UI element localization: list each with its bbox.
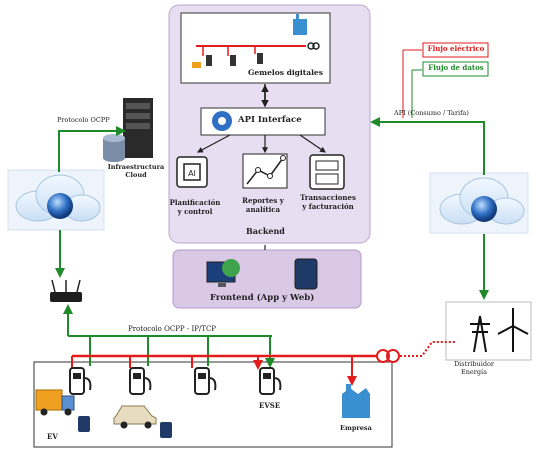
energy-distributor-box — [445, 301, 532, 361]
transmission-tower-icon — [470, 315, 490, 353]
distributor-label: Distribuidor Energía — [453, 360, 495, 376]
backend-title: Backend — [246, 226, 285, 236]
wind-turbine-icon — [497, 308, 529, 352]
evse-label: EVSE — [259, 401, 281, 410]
car-icon — [113, 405, 157, 429]
legend-data-box — [422, 61, 489, 77]
charger-2-icon — [129, 367, 152, 395]
planning-label: Planificación y control — [169, 198, 221, 216]
frontend-label: Frontend (App y Web) — [210, 293, 315, 303]
server-rack-icon — [123, 98, 153, 158]
api-interface-label: API Interface — [238, 115, 302, 125]
site-protocol-label: Protocolo OCPP - IP/TCP — [128, 325, 217, 333]
svg-text:AI: AI — [188, 169, 196, 178]
tablet-site-1-icon — [78, 416, 90, 432]
company-label: Empresa — [340, 424, 372, 432]
ev-label: EV — [47, 432, 58, 441]
database-icon — [103, 134, 125, 162]
router-icon — [50, 279, 82, 302]
reports-label: Reportes y analítica — [242, 196, 284, 214]
legend-power-box — [422, 42, 489, 58]
right-cloud-icon — [429, 172, 529, 234]
site-panel — [33, 361, 393, 448]
legend-power-label: Flujo eléctrico — [427, 44, 485, 53]
tablet-site-2-icon — [160, 422, 172, 438]
ocpp-label: Protocolo OCPP — [57, 116, 110, 124]
cloud-infra-label: Infraestructura Cloud — [107, 163, 165, 179]
planning-icon: AI — [176, 156, 208, 188]
transactions-label: Transacciones y facturación — [300, 193, 356, 211]
charger-1-icon — [69, 367, 92, 395]
digital-twins-label: Gemelos digitales — [248, 68, 323, 77]
left-cloud-icon — [7, 169, 105, 231]
api-note-label: API (Consumo / Tarifa) — [394, 109, 469, 117]
transactions-icon — [309, 154, 345, 190]
charger-3-icon — [194, 367, 217, 395]
factory-icon — [342, 384, 370, 418]
legend-data-label: Flujo de datos — [428, 63, 484, 72]
tablet-icon — [294, 258, 318, 290]
reports-icon — [242, 153, 288, 189]
truck-icon — [35, 389, 75, 416]
charger-4-icon — [259, 367, 282, 395]
